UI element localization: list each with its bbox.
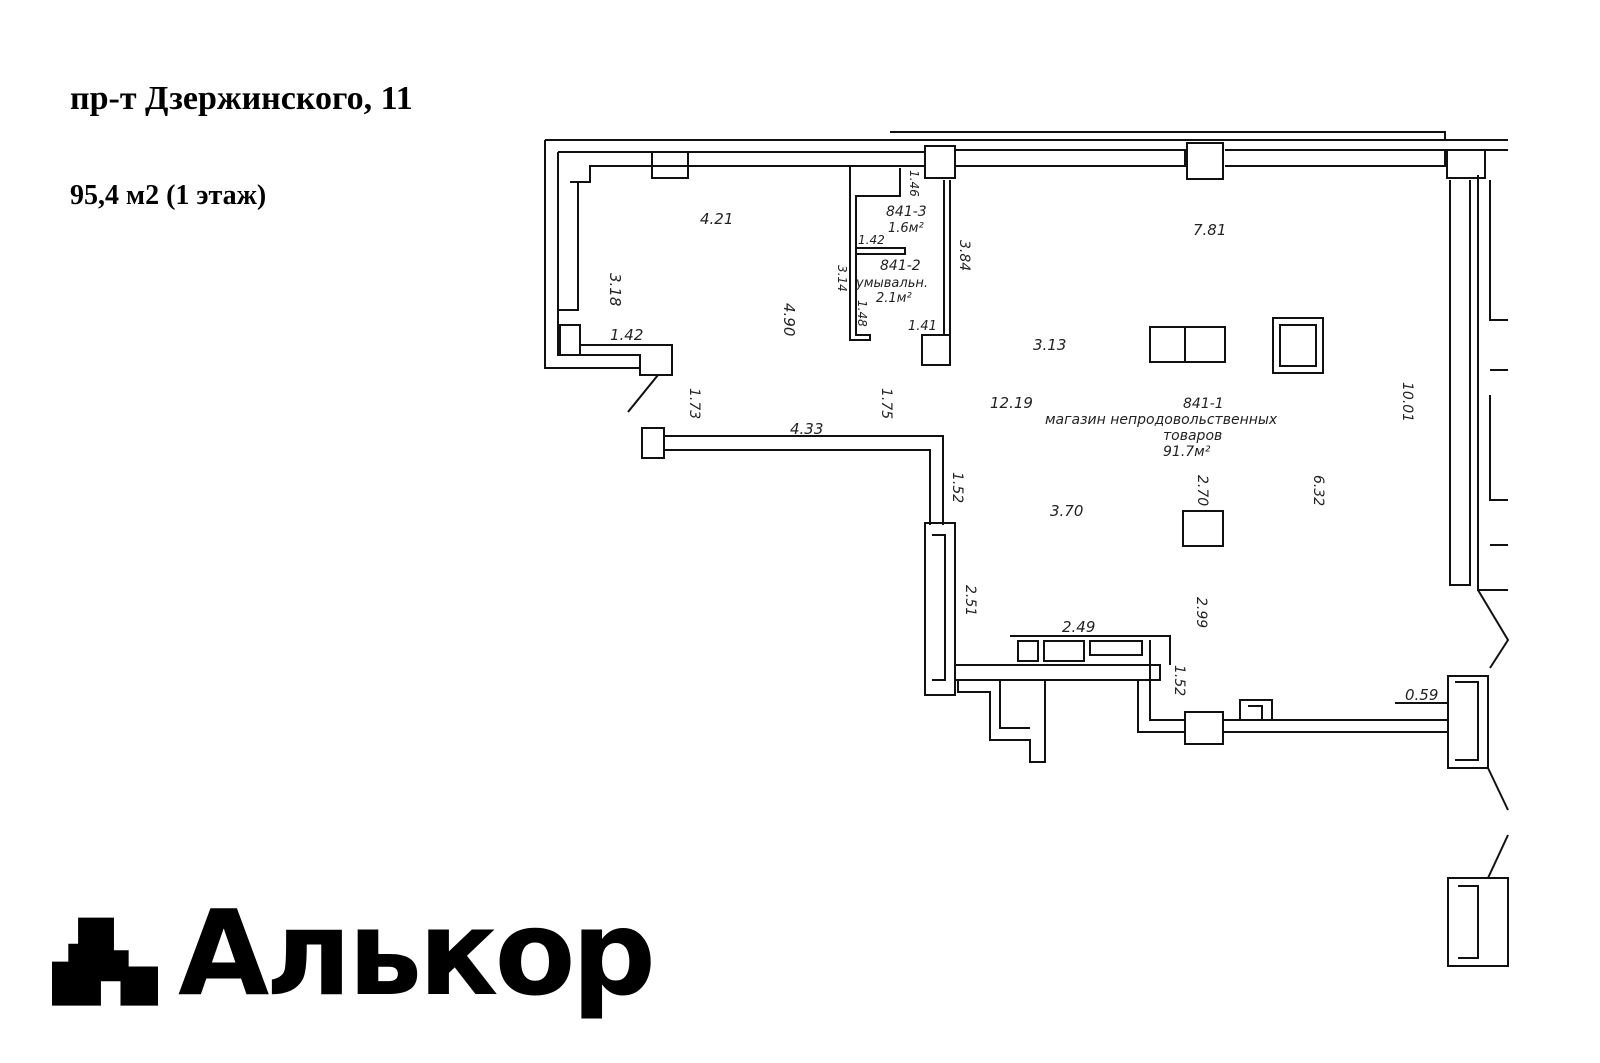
room-id-main: 841-1 (1183, 396, 1224, 412)
room-name-main-line1: магазин непродовольственных (1045, 412, 1278, 428)
left-wall (557, 152, 673, 413)
address-title: пр-т Дзержинского, 11 (70, 80, 413, 117)
dimension-label: 3.84 (956, 240, 972, 271)
dimension-label: 10.01 (1399, 382, 1415, 422)
dimension-label: 1.46 (907, 170, 921, 197)
dimension-label: 1.75 (878, 388, 894, 419)
room-name-wash: умывальн. (855, 276, 928, 291)
top-wall (544, 131, 1508, 369)
dimension-label: 1.48 (855, 300, 869, 327)
floor-plan: 4.21 7.81 3.18 4.90 3.14 1.42 1.46 3.84 … (544, 131, 1510, 967)
dimension-label: 1.41 (908, 319, 937, 334)
column (924, 145, 956, 179)
dimension-label: 4.33 (790, 420, 823, 438)
dimension-label: 1.42 (610, 326, 643, 344)
room-area-main: 91.7м² (1163, 444, 1211, 460)
dimension-label: 1.52 (1171, 665, 1187, 696)
dimension-label: 2.70 (1194, 475, 1210, 506)
dimension-label: 7.81 (1193, 221, 1226, 239)
dimension-label: 6.32 (1310, 475, 1326, 506)
brand-name: Алькор (178, 884, 656, 1022)
column (651, 151, 689, 179)
dimension-label: 2.51 (962, 585, 978, 616)
column (1272, 317, 1324, 374)
room-name-main-line2: товаров (1163, 428, 1222, 444)
dimension-label: 1.42 (858, 233, 885, 247)
bottom-wall (955, 635, 1448, 763)
dimension-label: 4.90 (780, 303, 798, 336)
column (1186, 142, 1224, 180)
fixture (1149, 326, 1226, 363)
dimension-label: 3.14 (835, 265, 849, 292)
wc-partitions (849, 165, 951, 366)
dimension-label: 3.13 (1033, 336, 1066, 354)
room-area-wash: 2.1м² (876, 291, 912, 306)
dimension-label: 1.73 (686, 388, 702, 419)
right-wall (1447, 175, 1510, 967)
column (1182, 510, 1224, 547)
dimension-label: 12.19 (990, 394, 1033, 412)
dimension-label: 2.49 (1062, 618, 1095, 636)
dimension-label: 1.52 (949, 472, 965, 503)
dimension-label: 2.99 (1193, 597, 1209, 628)
brand-logo: Алькор (52, 860, 656, 1022)
room-area-wc: 1.6м² (888, 221, 924, 236)
corridor-wall (641, 427, 956, 696)
dimension-label: 3.70 (1050, 502, 1083, 520)
dimension-label: 4.21 (700, 210, 733, 228)
room-id-wc: 841-3 (886, 204, 927, 220)
alkor-logo-icon (52, 917, 158, 1006)
dimension-label: 0.59 (1405, 686, 1438, 704)
column (1446, 149, 1486, 179)
dimension-label: 3.18 (606, 273, 624, 306)
room-id-wash: 841-2 (880, 258, 921, 274)
area-subtitle: 95,4 м2 (1 этаж) (70, 180, 267, 211)
